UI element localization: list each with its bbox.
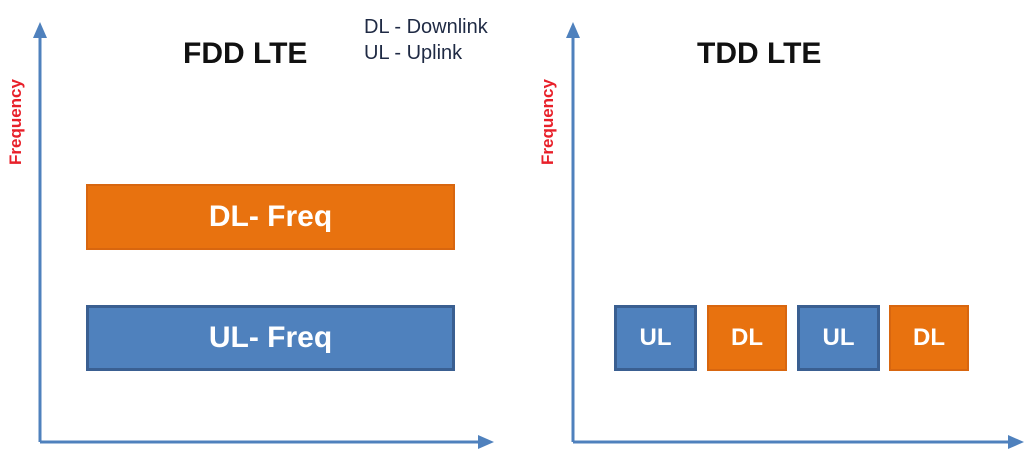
fdd-y-axis-arrow-icon xyxy=(33,22,47,38)
legend-uplink: UL - Uplink xyxy=(364,42,463,64)
tdd-frequency-label: Frequency xyxy=(538,79,557,165)
legend-downlink: DL - Downlink xyxy=(364,16,488,38)
fdd-title: FDD LTE xyxy=(183,37,308,70)
tdd-title: TDD LTE xyxy=(697,37,822,70)
tdd-dl-block-2: DL xyxy=(889,305,969,371)
fdd-dl-freq-block: DL- Freq xyxy=(86,184,455,250)
tdd-ul-block-1: UL xyxy=(614,305,697,371)
tdd-ul-block-2: UL xyxy=(797,305,880,371)
tdd-y-axis-arrow-icon xyxy=(566,22,580,38)
legend: DL - Downlink UL - Uplink xyxy=(364,14,488,66)
fdd-frequency-label: Frequency xyxy=(6,79,25,165)
fdd-x-axis-arrow-icon xyxy=(478,435,494,449)
tdd-dl-block-1: DL xyxy=(707,305,787,371)
tdd-x-axis-arrow-icon xyxy=(1008,435,1024,449)
fdd-ul-freq-block: UL- Freq xyxy=(86,305,455,371)
